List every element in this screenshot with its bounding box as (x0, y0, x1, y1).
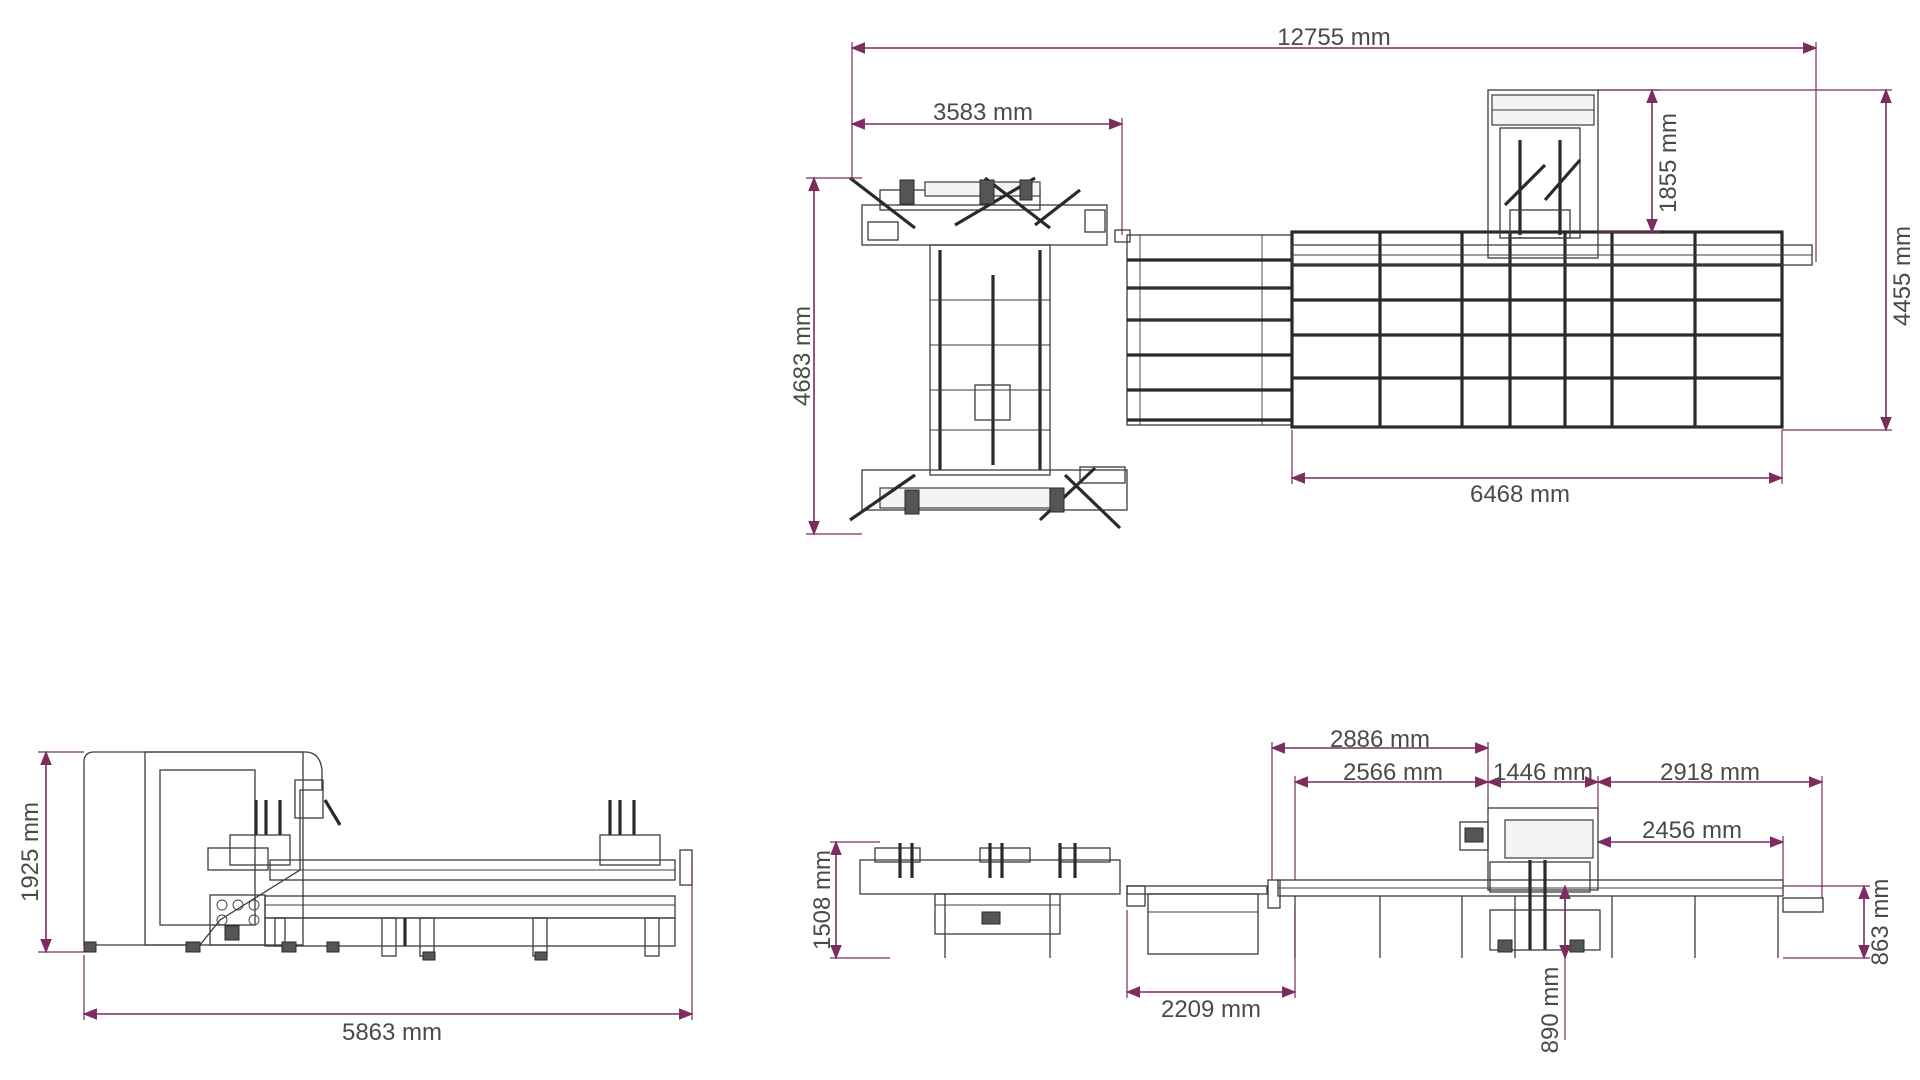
dim-span-c: 1446 mm (1493, 759, 1593, 786)
dim-module-height: 1508 mm (809, 850, 836, 950)
dim-table-length: 6468 mm (1470, 481, 1570, 508)
dim-span-e: 2456 mm (1642, 817, 1742, 844)
top-view-machine (849, 89, 1813, 530)
dim-first-module-length: 3583 mm (933, 99, 1033, 126)
dim-head-unit-depth: 1855 mm (1655, 113, 1682, 213)
dim-side-height: 1925 mm (17, 802, 44, 902)
side-view-machine (83, 751, 693, 961)
dim-span-b: 2566 mm (1343, 759, 1443, 786)
top-view-dimensions: 12755 mm 3583 mm 4683 mm 1855 mm 4455 mm… (789, 24, 1916, 536)
side-view-dimensions: 1925 mm 5863 mm (17, 750, 694, 1046)
dim-side-length: 5863 mm (342, 1019, 442, 1046)
dim-span-a: 2886 mm (1330, 726, 1430, 753)
dim-span-d: 2918 mm (1660, 759, 1760, 786)
dim-conveyor-length: 2209 mm (1161, 996, 1261, 1023)
dim-first-module-depth: 4683 mm (789, 306, 816, 406)
dim-working-height: 890 mm (1537, 967, 1564, 1054)
dim-table-height: 863 mm (1867, 879, 1894, 966)
dim-overall-depth: 4455 mm (1889, 226, 1916, 326)
front-view-machine (859, 807, 1824, 958)
front-view-dimensions: 1508 mm 2209 mm 2886 mm 2566 mm 1446 mm … (809, 726, 1894, 1053)
dim-total-length: 12755 mm (1277, 24, 1390, 51)
